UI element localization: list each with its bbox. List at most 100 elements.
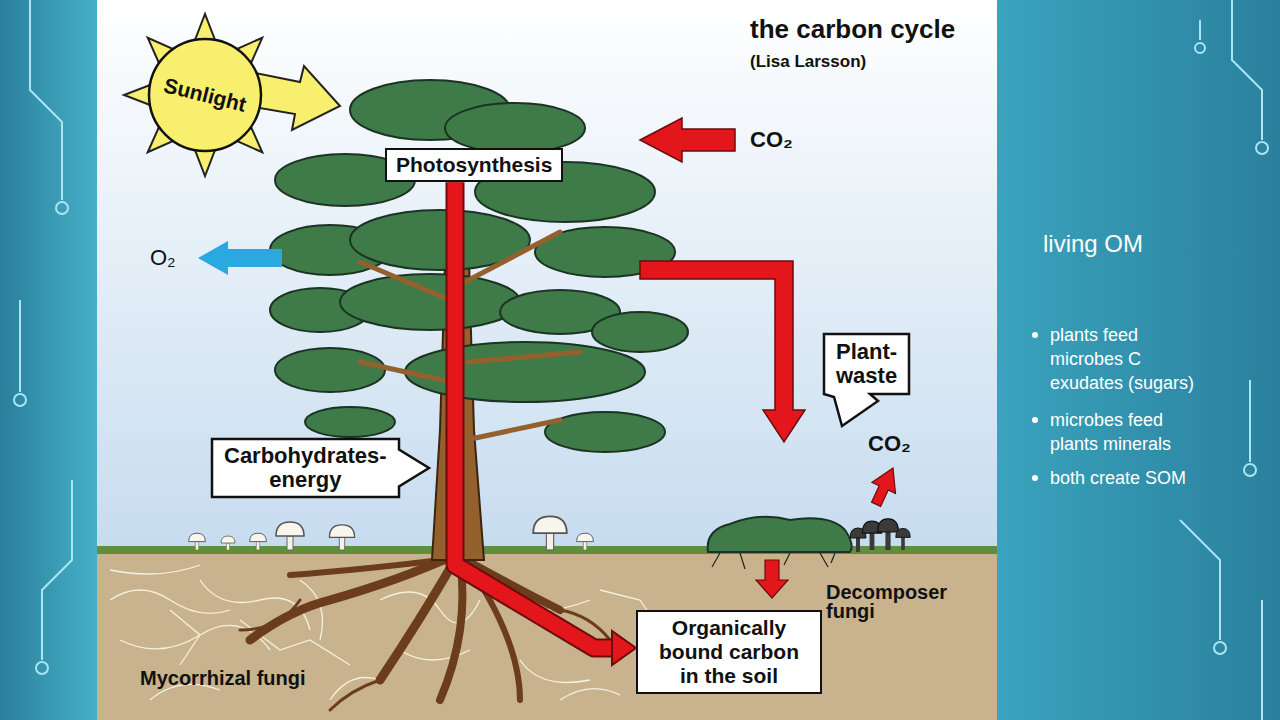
mushrooms — [189, 516, 594, 550]
side-panels — [0, 0, 97, 720]
sky — [97, 0, 997, 552]
bullet-dot — [1032, 475, 1038, 481]
tree-canopy — [305, 407, 395, 437]
bullet-dot — [1032, 417, 1038, 423]
bullet-text: microbes feed plants minerals — [1050, 408, 1210, 456]
node-text: Plant- waste — [836, 340, 897, 388]
plant-litter — [708, 517, 852, 552]
tree-branches — [360, 262, 450, 300]
tree-branches — [468, 352, 580, 362]
tree-canopy — [275, 348, 385, 392]
sun-rays — [124, 14, 269, 176]
circuit-decoration — [1180, 520, 1220, 640]
circuit-decoration — [36, 662, 48, 674]
circuit-decoration — [1244, 464, 1256, 476]
node-text: Organically bound carbon in the soil — [654, 616, 804, 688]
circuit-decoration — [1214, 642, 1226, 654]
sun-rays — [195, 14, 215, 40]
litter-down-arrow — [756, 560, 788, 598]
circuit-decoration — [1261, 600, 1263, 720]
co2-release-arrow — [864, 463, 904, 510]
gas-label: CO₂ — [868, 431, 911, 457]
sun-rays — [124, 85, 150, 105]
fungi-label: Mycorrhizal fungi — [140, 667, 306, 690]
fungi-label: Decomposer fungi — [826, 583, 956, 621]
litter-down-arrow — [756, 560, 788, 598]
co2-intake-arrow — [640, 118, 735, 162]
callout-arrow-box: Plant- waste — [824, 334, 909, 394]
decomposer-mushrooms — [850, 519, 910, 552]
oxygen-arrow — [198, 241, 282, 275]
circuit-decoration — [42, 480, 72, 660]
decomposer-mushrooms — [896, 528, 910, 550]
hyphae — [240, 620, 350, 665]
arrow-head — [612, 631, 636, 665]
arrow-shaft — [455, 182, 614, 648]
circuit-decoration — [30, 0, 62, 200]
hyphae — [110, 565, 200, 574]
mushrooms — [533, 516, 567, 550]
circuit-decoration — [14, 0, 1268, 720]
tree-canopy — [405, 342, 645, 402]
sun-disc — [149, 39, 261, 151]
flow-arrow — [455, 182, 636, 665]
author-credit: (Lisa Larsson) — [750, 52, 866, 72]
mushrooms — [577, 533, 594, 550]
hyphae — [200, 580, 310, 630]
tree-roots — [240, 600, 300, 630]
side-panels — [997, 0, 1280, 720]
soil — [97, 546, 997, 720]
hyphae — [330, 678, 380, 701]
mushrooms — [329, 525, 354, 550]
sun-rays — [195, 150, 215, 176]
tree-roots — [380, 560, 455, 680]
bullet-dot — [1032, 332, 1038, 338]
process-box: Organically bound carbon in the soil — [636, 610, 822, 694]
tree-roots — [330, 680, 380, 710]
arrow-box-outline — [212, 439, 429, 497]
tree-branches — [465, 232, 560, 282]
diagram-title: the carbon cycle — [750, 14, 955, 45]
gas-label: CO₂ — [750, 127, 793, 153]
circuit-decoration — [1249, 380, 1251, 462]
mushrooms — [221, 536, 235, 550]
tree-canopy — [270, 80, 688, 452]
bullet-text: plants feed microbes C exudates (sugars) — [1050, 323, 1210, 395]
soil — [97, 552, 997, 720]
circuit-decoration — [1195, 43, 1205, 53]
circuit-decoration — [14, 394, 26, 406]
tree-roots — [440, 560, 463, 700]
circuit-decoration — [1256, 142, 1268, 154]
hyphae — [170, 610, 200, 665]
process-box: Photosynthesis — [385, 148, 563, 182]
bullet-text: both create SOM — [1050, 466, 1210, 490]
decomposer-mushrooms — [878, 519, 899, 550]
circuit-decoration — [19, 300, 21, 392]
tree-canopy — [340, 274, 520, 330]
sky — [97, 0, 997, 552]
callout-arrow-box: Carbohydrates- energy — [212, 439, 399, 497]
arrow-shaft-outline — [455, 182, 614, 648]
hyphae — [560, 689, 620, 700]
tree-branches — [360, 232, 580, 440]
tree-branches — [360, 362, 452, 382]
panel-heading: living OM — [1043, 230, 1143, 258]
circuit-decoration — [1199, 20, 1201, 40]
plant-litter — [708, 517, 852, 569]
hyphae — [520, 660, 590, 683]
tree-branches — [466, 420, 560, 440]
arrow-heads — [612, 631, 636, 665]
mushrooms — [250, 533, 267, 550]
node-text: Photosynthesis — [396, 153, 552, 177]
mushrooms — [276, 522, 304, 550]
circuit-decoration — [56, 202, 68, 214]
sun-circle: Sunlight — [147, 37, 263, 153]
gas-label: O₂ — [150, 245, 176, 271]
node-text: Carbohydrates- energy — [224, 444, 387, 492]
arrow-box-outline — [824, 334, 909, 426]
co2-intake-arrow — [640, 118, 735, 162]
plant-waste-arrow — [640, 261, 805, 442]
